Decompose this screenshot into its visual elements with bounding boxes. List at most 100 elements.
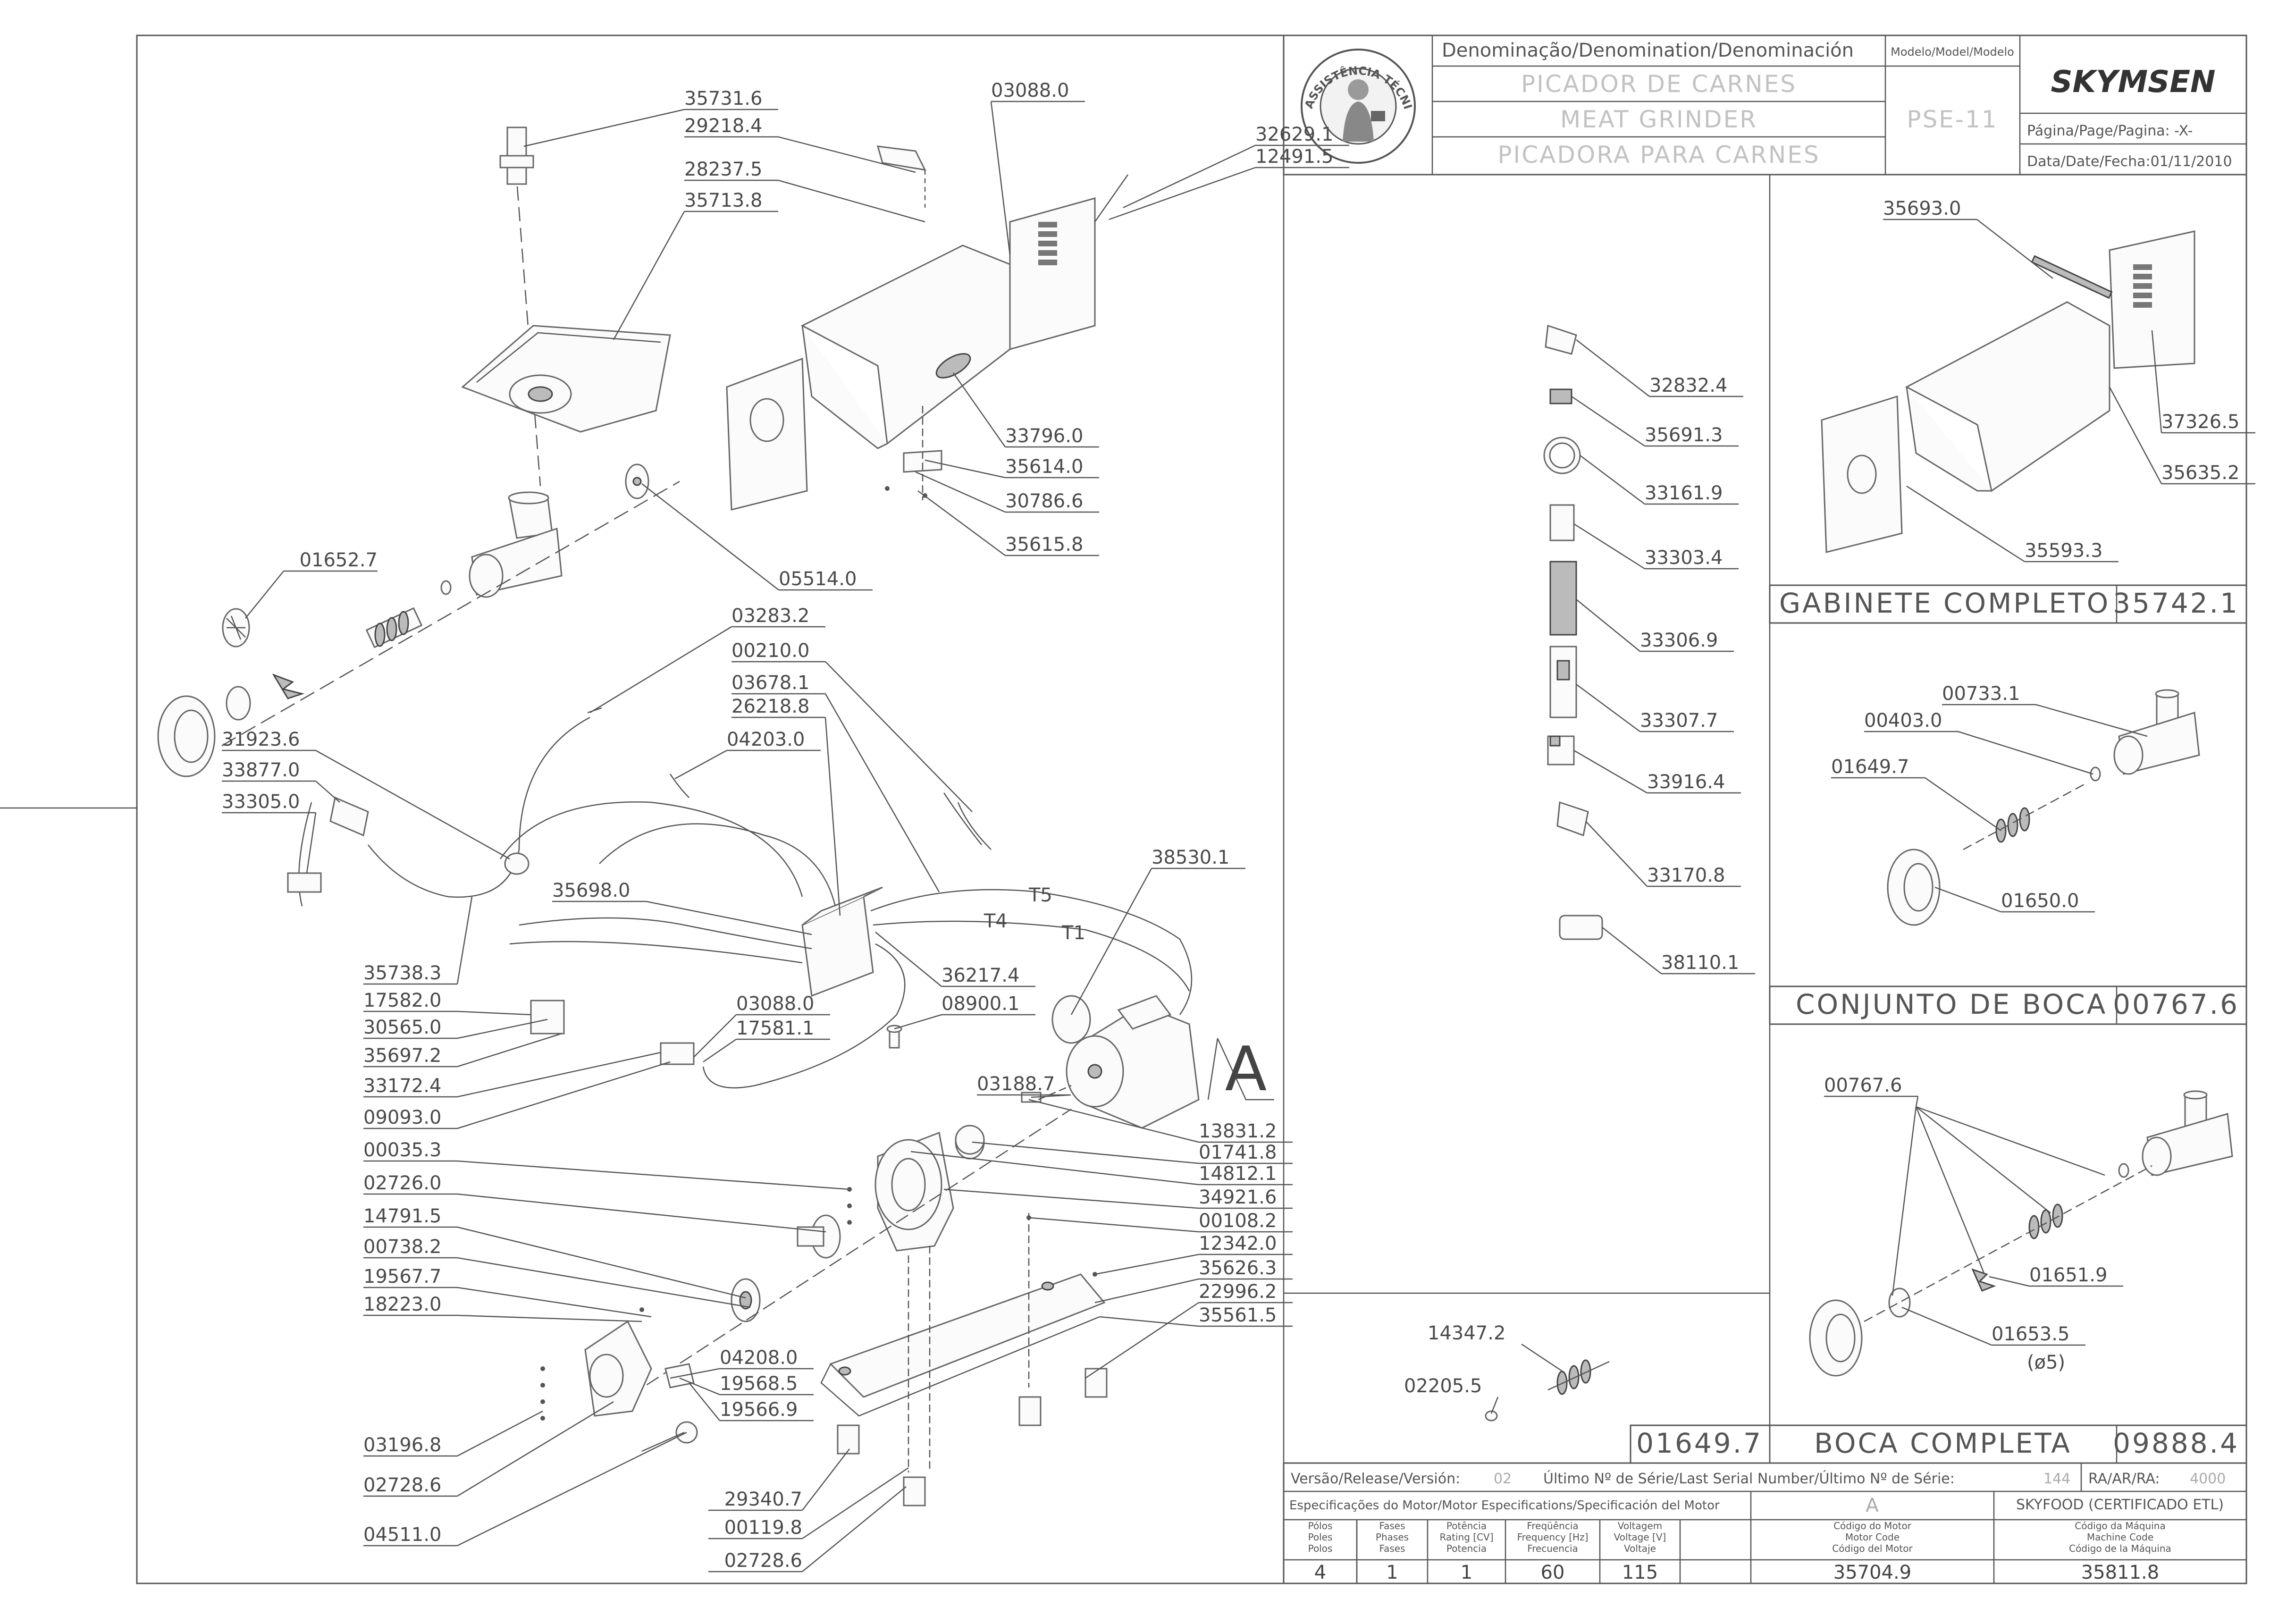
leader-line [457,1061,671,1129]
part-number-label: 03283.2 [731,605,809,627]
leader-line [1028,1099,1199,1143]
part-number-label: 12491.5 [1255,146,1333,168]
leader-line [1976,219,2053,279]
leader-line [802,1448,850,1511]
part-number-label: 35731.6 [684,88,762,109]
right-panels [1283,175,2247,1583]
footer-column-header: Phases [1376,1531,1409,1543]
part-number-label: 35693.0 [1883,198,1961,219]
serial-label: Último Nº de Série/Last Serial Number/Úl… [1543,1470,1955,1487]
leader-line [1915,1096,1919,1107]
leader-line [1576,339,1650,397]
part-number-label: 30565.0 [363,1017,441,1038]
mouth-note: (ø5) [2027,1352,2065,1373]
motor-mark: A [1225,1033,1267,1105]
leader-lines [222,101,2255,1573]
part-number-label: 00738.2 [363,1236,441,1258]
leader-line [1576,683,1640,732]
footer-column-header: Fases [1379,1520,1405,1531]
part-number-label: 22996.2 [1199,1281,1277,1303]
name-pt: PICADOR DE CARNES [1521,70,1797,98]
footer-table [1283,1462,2247,1584]
part-number-label: 38530.1 [1152,847,1229,868]
part-number-label: 33916.4 [1647,771,1725,793]
footer-column-header: Freqüência [1527,1520,1578,1531]
part-number-label: 36217.4 [942,965,1019,986]
leader-line [925,459,1006,479]
part-number-label: 12342.0 [1199,1233,1277,1254]
part-number-label: 03678.1 [731,672,809,694]
leader-line [315,749,510,860]
leader-line [802,1486,907,1572]
leader-line [245,571,284,619]
denomination-header: Denominação/Denomination/Denominación [1442,40,1854,61]
part-number-label: 00035.3 [363,1139,441,1161]
part-number-label: 01741.8 [1199,1142,1277,1163]
part-number-label: 35626.3 [1199,1257,1277,1279]
complete-mouth-title: BOCA COMPLETA [1814,1427,2072,1459]
part-number-label: 04511.0 [363,1524,441,1546]
part-number-label: 01651.9 [2029,1264,2107,1286]
part-number-label: 00403.0 [1864,710,1942,732]
footer-column-value: 60 [1541,1562,1565,1583]
footer-column-header: Código de la Máquina [2069,1543,2171,1554]
leader-line [457,1018,548,1039]
mouth-set-drawing [1887,689,2200,926]
screw-detail-drawing [1485,1359,1610,1422]
part-number-label: 01652.7 [300,549,378,571]
motor-letter: A [1866,1495,1879,1516]
leader-line [1031,1094,1071,1098]
part-number-label: 17582.0 [363,990,441,1011]
leader-line [1571,395,1645,447]
part-number-label: 00767.6 [1824,1075,1902,1096]
part-number-label: 28237.5 [684,159,762,180]
page-label: Página/Page/Pagina: -X- [2027,123,2193,139]
part-number-label: 35635.2 [2161,462,2239,484]
footer-column-header: Código do Motor [1833,1520,1912,1531]
leader-line [306,812,317,874]
leader-line [1085,1302,1199,1379]
part-number-label: 14812.1 [1199,1163,1277,1185]
leader-line [1070,868,1152,1015]
mouth-set-title: CONJUNTO DE BOCA [1796,988,2107,1020]
part-number-label: 33303.4 [1645,547,1723,569]
leader-line [1958,731,2093,775]
footer-column-value: 1 [1386,1562,1398,1583]
part-number-label: 35697.2 [363,1045,441,1067]
footer-column-header: Código da Máquina [2075,1520,2165,1531]
part-number-label: 02726.0 [363,1172,441,1194]
leader-line [457,1410,543,1457]
part-number-label: 02205.5 [1404,1375,1482,1397]
ra-label: RA/AR/RA: [2088,1471,2160,1487]
part-number-label: 29218.4 [684,115,762,137]
part-number-label: 34921.6 [1199,1186,1277,1208]
leader-line [943,1188,1199,1209]
part-number-label: 29340.7 [724,1489,802,1510]
part-number-label: 38110.1 [1661,952,1739,974]
leader-line [915,471,1006,513]
leader-line [457,1033,562,1068]
wire-label-t4: T4 [984,910,1008,932]
leader-line [1934,886,2001,913]
part-number-label: 03088.0 [736,993,814,1015]
leader-line [646,900,812,935]
leader-line [613,211,685,340]
leader-line [778,136,916,173]
footer-column-header: Polos [1308,1543,1333,1554]
part-number-label: 14347.2 [1428,1322,1505,1344]
leader-line [1123,144,1256,209]
ra-value: 4000 [2190,1471,2226,1487]
part-number-label: 19567.7 [363,1266,441,1287]
cabinet-title: GABINETE COMPLETO [1779,587,2110,619]
part-number-label: 33172.4 [363,1075,441,1097]
leader-line [457,1401,614,1497]
footer-column-header: Voltage [V] [1614,1531,1666,1543]
part-number-label: 05514.0 [779,568,857,590]
leader-line [689,1382,720,1421]
mouth-set-code: 00767.6 [2113,988,2239,1020]
leader-line [778,179,925,223]
serial-value: 144 [2043,1471,2070,1487]
leader-line [1109,167,1256,220]
cabinet-drawing [1821,230,2195,553]
part-number-label: 08900.1 [942,993,1019,1015]
